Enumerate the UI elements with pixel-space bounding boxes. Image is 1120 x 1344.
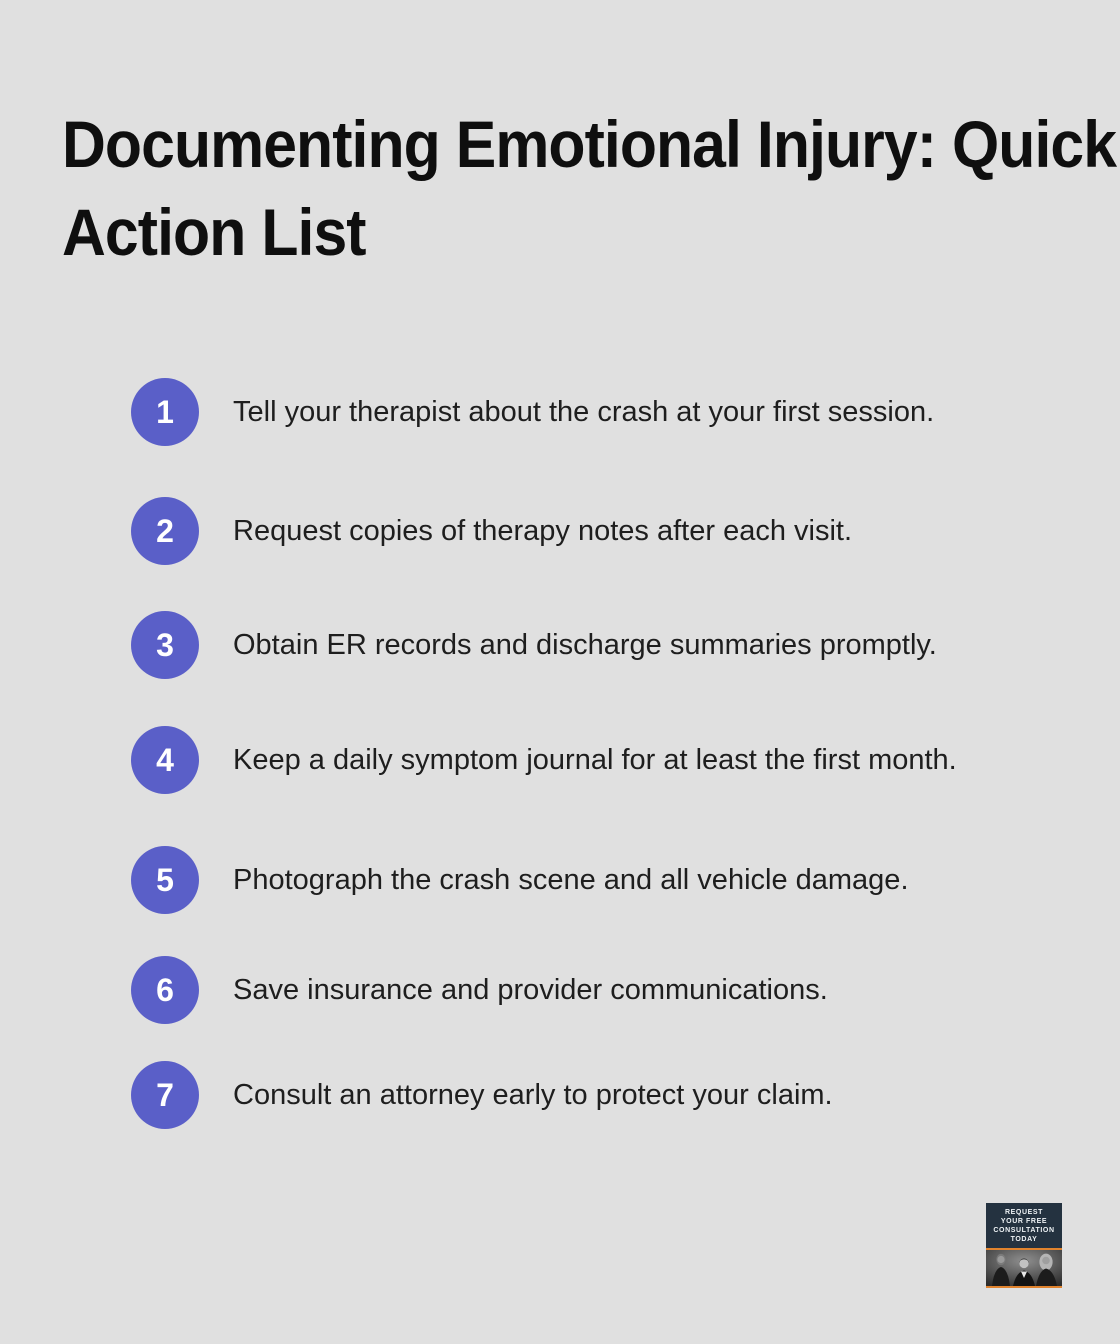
consultation-cta-text: REQUEST YOUR FREE CONSULTATION TODAY	[986, 1203, 1062, 1248]
step-number-badge: 7	[131, 1061, 199, 1129]
list-item: 6 Save insurance and provider communicat…	[131, 956, 1053, 1024]
cta-divider	[986, 1248, 1062, 1250]
cta-line-3: CONSULTATION	[993, 1227, 1055, 1234]
step-number-badge: 3	[131, 611, 199, 679]
step-number: 7	[156, 1077, 174, 1113]
list-item: 4 Keep a daily symptom journal for at le…	[131, 726, 1053, 794]
step-number-badge: 2	[131, 497, 199, 565]
list-item-text: Obtain ER records and discharge summarie…	[233, 629, 937, 661]
list-item-text: Save insurance and provider communicatio…	[233, 974, 828, 1006]
list-item-text: Keep a daily symptom journal for at leas…	[233, 744, 957, 776]
consultation-cta-badge[interactable]: REQUEST YOUR FREE CONSULTATION TODAY	[986, 1203, 1062, 1288]
attorneys-photo-image	[986, 1250, 1062, 1286]
list-item-text: Photograph the crash scene and all vehic…	[233, 864, 909, 896]
list-item: 5 Photograph the crash scene and all veh…	[131, 846, 1053, 914]
cta-line-2: YOUR FREE	[1000, 1218, 1048, 1225]
step-number: 4	[156, 742, 174, 778]
step-number: 6	[156, 972, 174, 1008]
list-item-text: Request copies of therapy notes after ea…	[233, 515, 853, 547]
cta-line-1: REQUEST	[1004, 1209, 1044, 1216]
list-item: 1 Tell your therapist about the crash at…	[131, 378, 1053, 446]
list-item-text: Consult an attorney early to protect you…	[233, 1079, 833, 1111]
step-number: 1	[156, 394, 174, 430]
step-number-badge: 5	[131, 846, 199, 914]
step-number: 3	[156, 627, 174, 663]
step-number: 2	[156, 513, 174, 549]
page-title: Documenting Emotional Injury: Quick Acti…	[62, 107, 1117, 269]
step-number-badge: 6	[131, 956, 199, 1024]
list-item: 7 Consult an attorney early to protect y…	[131, 1061, 1053, 1129]
cta-bottom-border	[986, 1286, 1062, 1288]
step-number-badge: 4	[131, 726, 199, 794]
attorneys-photo	[986, 1250, 1062, 1286]
step-number-badge: 1	[131, 378, 199, 446]
step-number: 5	[156, 862, 174, 898]
list-item: 3 Obtain ER records and discharge summar…	[131, 611, 1053, 679]
cta-line-4: TODAY	[1010, 1236, 1038, 1243]
list-item: 2 Request copies of therapy notes after …	[131, 497, 1053, 565]
list-item-text: Tell your therapist about the crash at y…	[233, 396, 935, 428]
